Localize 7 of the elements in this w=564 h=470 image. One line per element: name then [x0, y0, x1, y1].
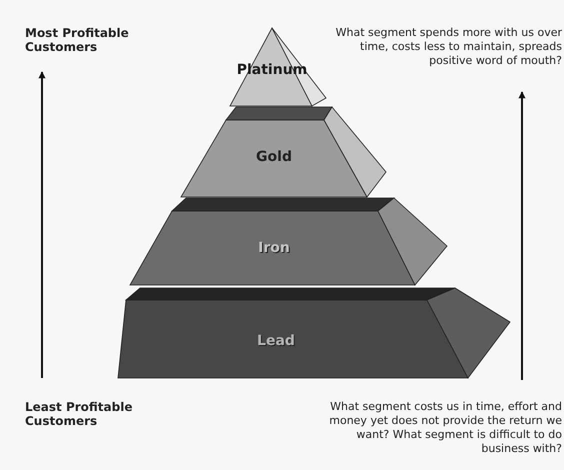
tier-label: Gold [256, 149, 292, 165]
tier-label: Lead [257, 333, 295, 349]
question-text: What segment costs us in time, effort and money yet does not provide the return we want? What segment is difficult to do business with? [328, 400, 562, 456]
tier-label: Iron [258, 240, 290, 256]
axis-label: Least Profitable Customers [25, 400, 134, 428]
question-text: What segment spends more with us over time, costs less to maintain, spreads positive word of mouth? [334, 26, 562, 68]
axis-label: Most Profitable Customers [25, 26, 130, 54]
